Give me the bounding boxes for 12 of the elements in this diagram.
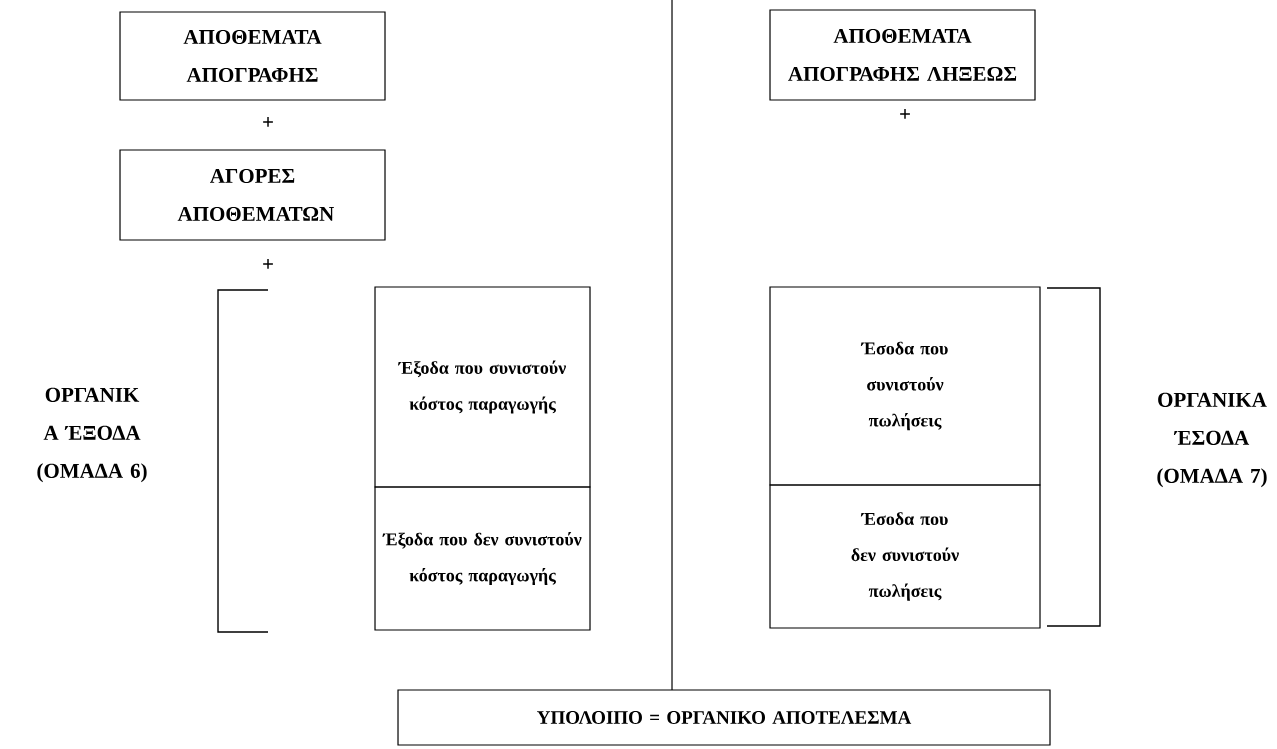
text-box: Έσοδα που συνιστούν πωλήσεις <box>769 286 1041 486</box>
text-box: Έσοδα που δεν συνιστούν πωλήσεις <box>769 484 1041 629</box>
group-label: ΟΡΓΑΝΙΚΑ ΈΣΟΔΑ (ΟΜΑΔΑ 7) <box>1157 392 1267 488</box>
text-box: Έξοδα που συνιστούν κόστος παραγωγής <box>374 286 591 488</box>
plus-sign: + <box>263 259 273 269</box>
text-box: Έξοδα που δεν συνιστούν κόστος παραγωγής <box>374 486 591 631</box>
text-box: ΑΠΟΘΕΜΑΤΑ ΑΠΟΓΡΑΦΗΣ <box>119 11 386 101</box>
text-box: ΑΓΟΡΕΣ ΑΠΟΘΕΜΑΤΩΝ <box>119 149 386 241</box>
text-box: ΑΠΟΘΕΜΑΤΑ ΑΠΟΓΡΑΦΗΣ ΛΗΞΕΩΣ <box>769 9 1036 101</box>
group-label: ΟΡΓΑΝΙΚ Α ΈΞΟΔΑ (ΟΜΑΔΑ 6) <box>37 387 147 483</box>
plus-sign: + <box>263 117 273 127</box>
text-box: ΥΠΟΛΟΙΠΟ = ΟΡΓΑΝΙΚΟ ΑΠΟΤΕΛΕΣΜΑ <box>397 689 1051 746</box>
